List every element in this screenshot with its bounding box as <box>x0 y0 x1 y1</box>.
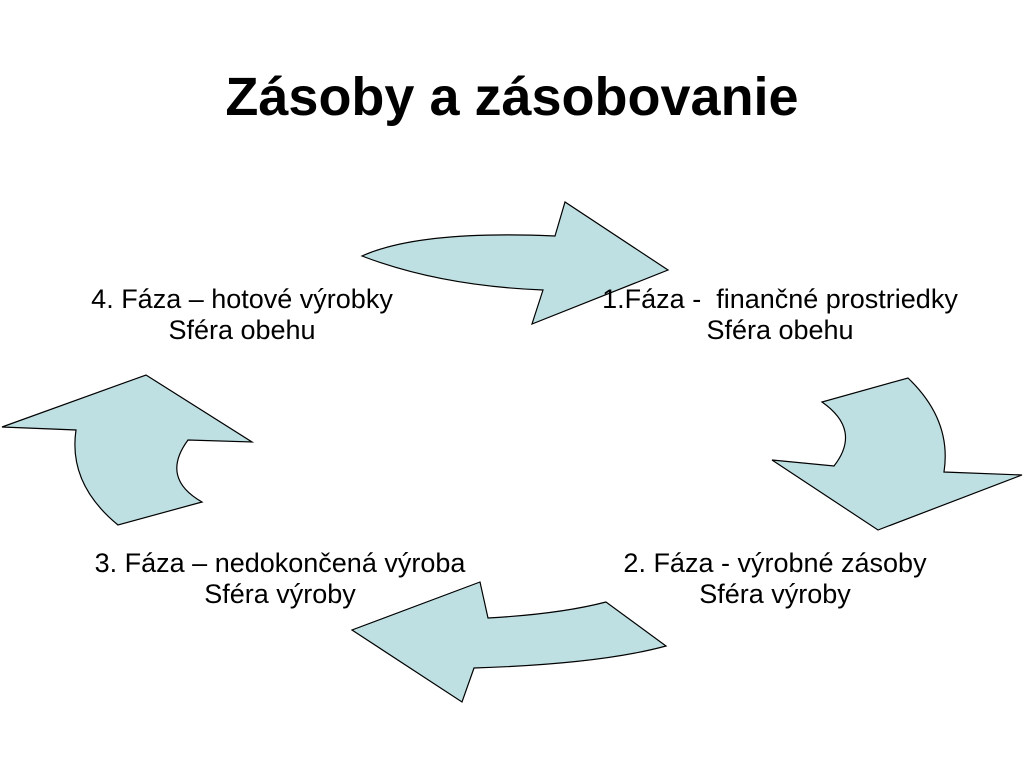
phase-1-label: 1.Fáza - finančné prostriedky Sféra obeh… <box>540 284 1020 346</box>
phase-3-sphere: Sféra výroby <box>204 579 356 609</box>
phase-2-label: 2. Fáza - výrobné zásoby Sféra výroby <box>560 548 990 610</box>
phase-4-sphere: Sféra obehu <box>168 315 316 345</box>
slide-title: Zásoby a zásobovanie <box>225 67 799 127</box>
arrow-bottom-left-icon <box>350 581 668 703</box>
phase-3-label: 3. Fáza – nedokončená výroba Sféra výrob… <box>30 548 530 610</box>
arrow-right-down-icon <box>771 377 1023 531</box>
phase-2-sphere: Sféra výroby <box>699 579 851 609</box>
phase-4-label: 4. Fáza – hotové výrobky Sféra obehu <box>42 284 442 346</box>
phase-2-title: 2. Fáza - výrobné zásoby <box>623 548 927 578</box>
phase-1-sphere: Sféra obehu <box>706 315 854 345</box>
arrow-top-right-icon <box>360 201 670 326</box>
arrow-left-up-icon <box>1 374 255 526</box>
phase-4-title: 4. Fáza – hotové výrobky <box>91 284 393 314</box>
phase-3-title: 3. Fáza – nedokončená výroba <box>94 548 466 578</box>
phase-1-title: 1.Fáza - finančné prostriedky <box>602 284 958 314</box>
